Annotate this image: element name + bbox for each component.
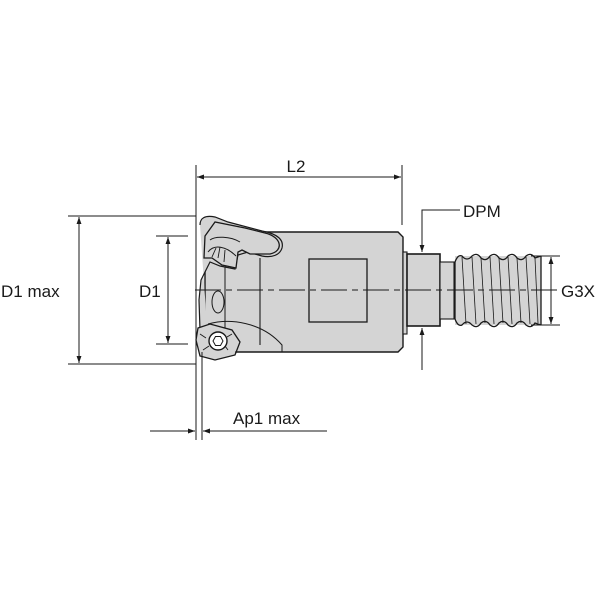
label-ap1max: Ap1 max <box>233 409 301 428</box>
label-d1max: D1 max <box>1 282 60 301</box>
insert-screw-icon <box>208 331 228 351</box>
cutting-head <box>195 215 283 361</box>
dim-d1: D1 <box>139 235 188 345</box>
label-d1: D1 <box>139 282 161 301</box>
label-l2: L2 <box>287 157 306 176</box>
dim-l2: L2 <box>195 157 403 232</box>
dim-ap1max: Ap1 max <box>150 232 327 440</box>
label-dpm: DPM <box>463 202 501 221</box>
label-g3x: G3X <box>561 282 595 301</box>
dim-d1max: D1 max <box>1 215 196 365</box>
shank <box>402 251 542 335</box>
upper-insert <box>203 221 280 269</box>
dim-g3x: G3X <box>531 255 595 326</box>
dim-dpm: DPM <box>419 202 501 370</box>
